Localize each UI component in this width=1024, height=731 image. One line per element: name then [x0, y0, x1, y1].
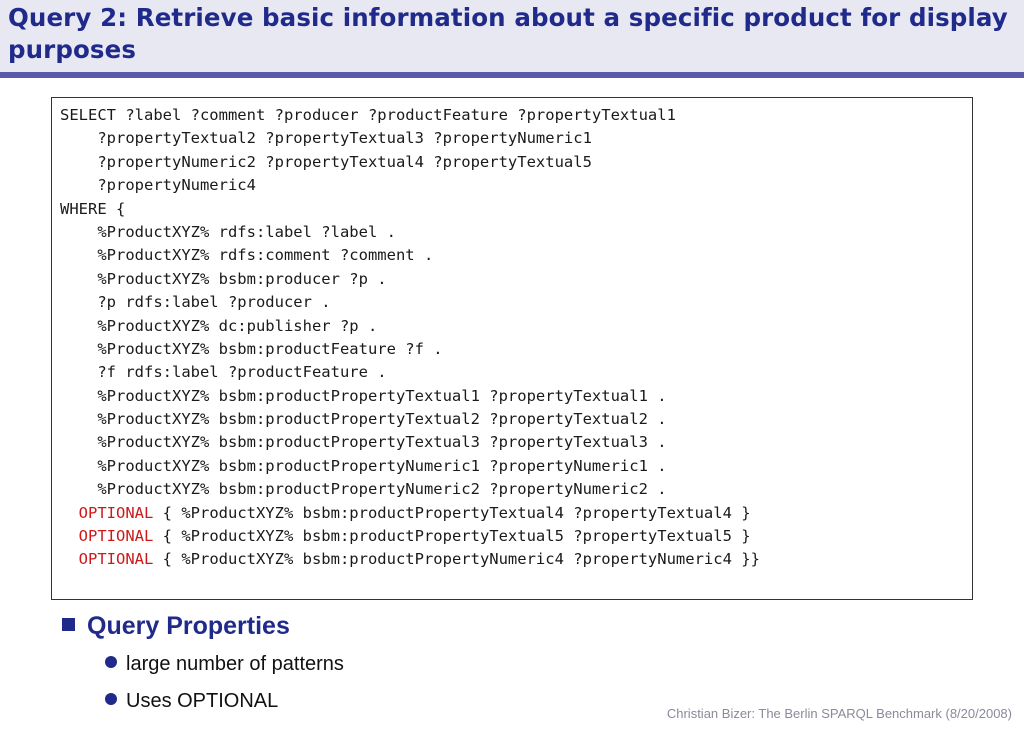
code-text: %ProductXYZ% bsbm:productPropertyTextual…: [60, 410, 667, 429]
round-bullet-icon: [105, 656, 117, 668]
optional-keyword: OPTIONAL: [78, 550, 154, 569]
code-text: [60, 527, 79, 545]
code-line: SELECT ?label ?comment ?producer ?produc…: [60, 104, 760, 127]
code-text: { %ProductXYZ% bsbm:productPropertyTextu…: [153, 503, 751, 522]
code-line: ?f rdfs:label ?productFeature .: [60, 361, 760, 384]
code-line: ?propertyNumeric4: [60, 174, 760, 197]
code-text: [60, 504, 79, 522]
code-line: %ProductXYZ% dc:publisher ?p .: [60, 315, 760, 338]
section-heading-text: Query Properties: [87, 612, 290, 640]
code-line: %ProductXYZ% bsbm:productPropertyNumeric…: [60, 478, 760, 501]
code-text: ?propertyNumeric2 ?propertyTextual4 ?pro…: [60, 152, 592, 171]
sparql-code-box: SELECT ?label ?comment ?producer ?produc…: [51, 97, 973, 600]
code-text: %ProductXYZ% bsbm:productPropertyTextual…: [60, 433, 667, 452]
code-line: OPTIONAL { %ProductXYZ% bsbm:productProp…: [60, 525, 760, 548]
section-heading: Query Properties: [62, 609, 290, 643]
code-text: %ProductXYZ% bsbm:productPropertyNumeric…: [60, 480, 667, 499]
code-text: %ProductXYZ% bsbm:producer ?p .: [60, 269, 387, 288]
optional-keyword: OPTIONAL: [78, 503, 154, 522]
code-text: { %ProductXYZ% bsbm:productPropertyTextu…: [153, 527, 751, 546]
code-text: SELECT ?label ?comment ?producer ?produc…: [60, 106, 676, 124]
code-text: %ProductXYZ% bsbm:productFeature ?f .: [60, 339, 443, 358]
code-line: OPTIONAL { %ProductXYZ% bsbm:productProp…: [60, 502, 760, 525]
round-bullet-icon: [105, 693, 117, 705]
code-text: %ProductXYZ% bsbm:productPropertyTextual…: [60, 386, 667, 405]
slide-title: Query 2: Retrieve basic information abou…: [8, 3, 1008, 64]
code-line: %ProductXYZ% rdfs:label ?label .: [60, 221, 760, 244]
code-text: ?f rdfs:label ?productFeature .: [60, 363, 387, 382]
bullet-item-text: Uses OPTIONAL: [126, 690, 279, 712]
square-bullet-icon: [62, 618, 75, 631]
code-line: %ProductXYZ% bsbm:productPropertyTextual…: [60, 385, 760, 408]
code-line: %ProductXYZ% bsbm:producer ?p .: [60, 268, 760, 291]
code-line: %ProductXYZ% bsbm:productPropertyTextual…: [60, 408, 760, 431]
code-line: %ProductXYZ% bsbm:productFeature ?f .: [60, 338, 760, 361]
sparql-query-code: SELECT ?label ?comment ?producer ?produc…: [60, 104, 760, 572]
title-divider: [0, 72, 1024, 78]
code-line: OPTIONAL { %ProductXYZ% bsbm:productProp…: [60, 548, 760, 571]
code-line: ?propertyTextual2 ?propertyTextual3 ?pro…: [60, 127, 760, 150]
code-text: %ProductXYZ% rdfs:label ?label .: [60, 222, 396, 241]
code-text: %ProductXYZ% dc:publisher ?p .: [60, 316, 378, 335]
bullet-item: Uses OPTIONAL: [105, 688, 278, 714]
code-line: ?p rdfs:label ?producer .: [60, 291, 760, 314]
code-line: WHERE {: [60, 198, 760, 221]
code-text: %ProductXYZ% rdfs:comment ?comment .: [60, 246, 434, 265]
optional-keyword: OPTIONAL: [78, 527, 154, 546]
code-text: %ProductXYZ% bsbm:productPropertyNumeric…: [60, 456, 667, 475]
code-text: ?p rdfs:label ?producer .: [60, 293, 331, 312]
code-line: %ProductXYZ% bsbm:productPropertyTextual…: [60, 431, 760, 454]
bullet-item: large number of patterns: [105, 651, 344, 677]
code-line: ?propertyNumeric2 ?propertyTextual4 ?pro…: [60, 151, 760, 174]
code-text: WHERE {: [60, 199, 126, 218]
footer-citation: Christian Bizer: The Berlin SPARQL Bench…: [666, 706, 1012, 721]
bullet-item-text: large number of patterns: [126, 653, 344, 675]
code-text: ?propertyTextual2 ?propertyTextual3 ?pro…: [60, 129, 592, 148]
code-text: { %ProductXYZ% bsbm:productPropertyNumer…: [153, 550, 760, 569]
title-band: [0, 0, 1024, 72]
code-line: %ProductXYZ% rdfs:comment ?comment .: [60, 244, 760, 267]
code-text: [60, 550, 79, 568]
code-text: ?propertyNumeric4: [60, 176, 256, 195]
code-line: %ProductXYZ% bsbm:productPropertyNumeric…: [60, 455, 760, 478]
